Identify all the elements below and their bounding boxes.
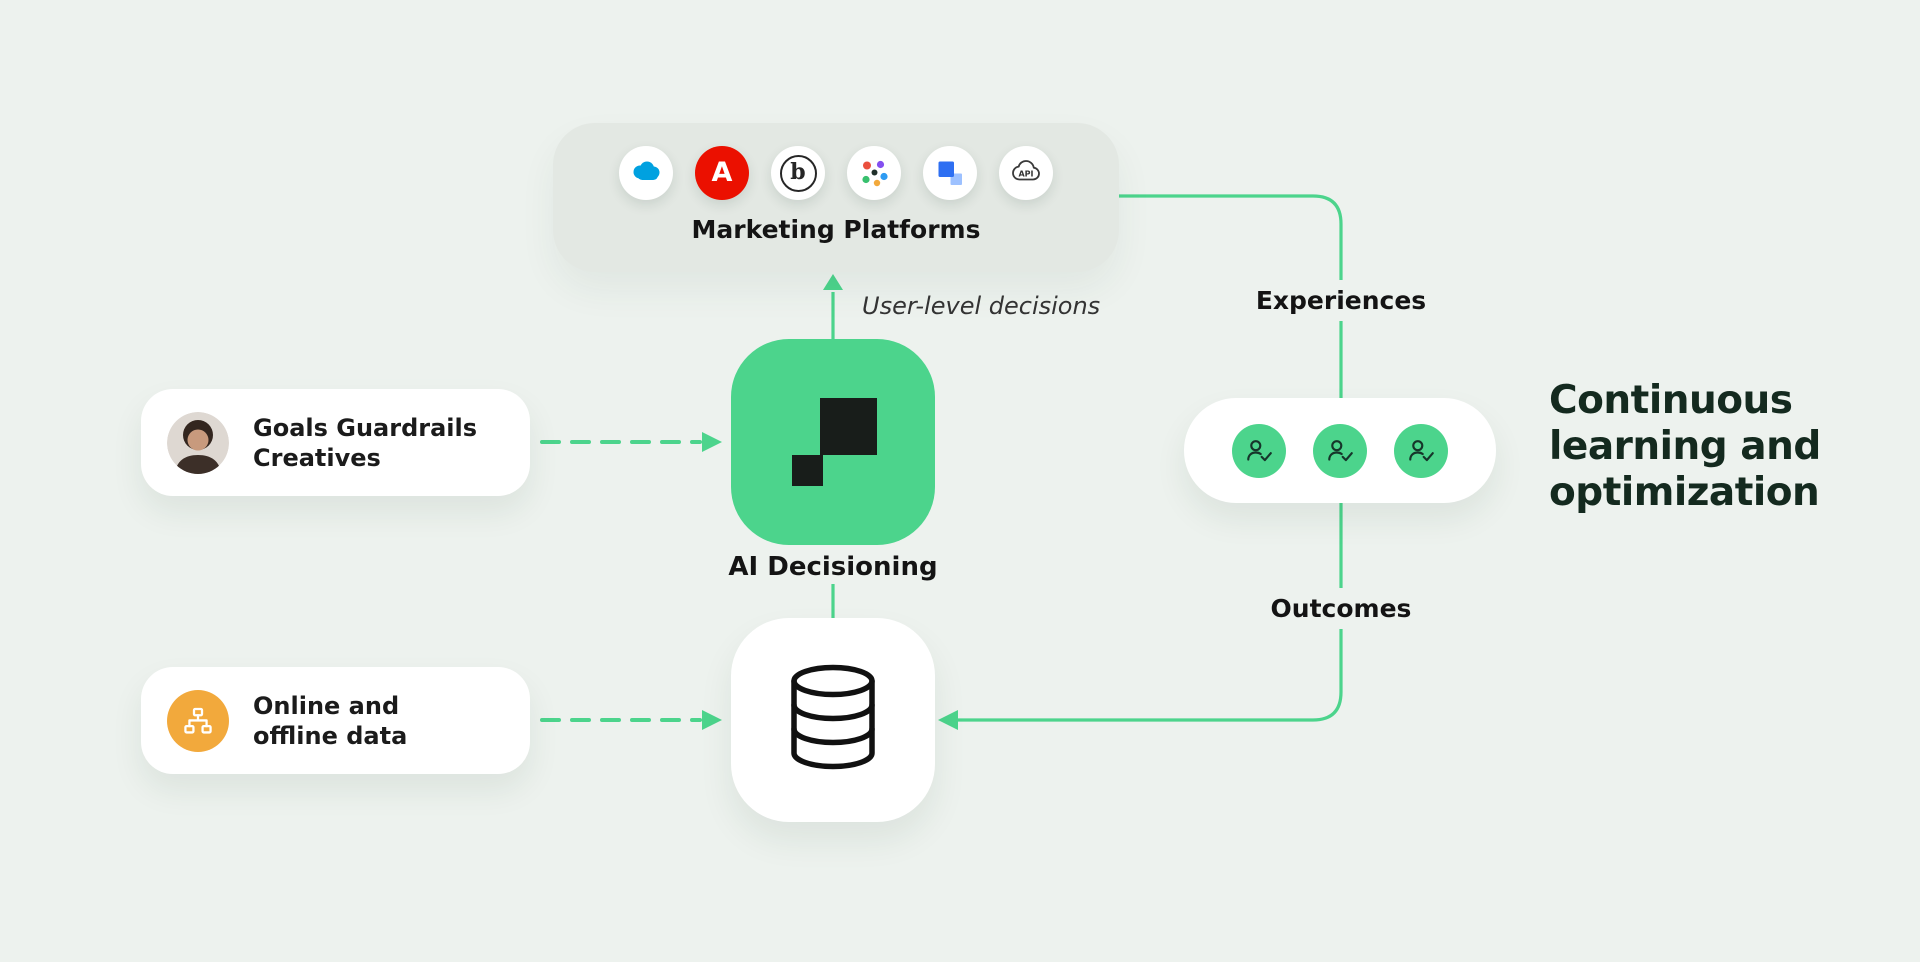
database-icon <box>791 664 875 770</box>
sitemap-icon <box>167 689 229 752</box>
braze-b-glyph: b <box>790 159 806 185</box>
platform-icons-row: A b <box>619 146 1053 200</box>
outcomes-label: Outcomes <box>1241 588 1441 629</box>
user-level-decisions-label: User-level decisions <box>862 292 1101 320</box>
card-line: offline data <box>253 721 408 750</box>
api-text: API <box>1018 170 1033 179</box>
card-line: Online and <box>253 691 400 720</box>
ai-decisioning-box <box>731 339 935 545</box>
card-line: Goals Guardrails <box>253 413 478 442</box>
user-check-icon <box>1232 423 1286 478</box>
adobe-icon: A <box>695 146 749 200</box>
goals-card-text: Goals Guardrails Creatives <box>253 413 477 473</box>
card-line: Creatives <box>253 443 381 472</box>
marketing-platforms-label: Marketing Platforms <box>691 215 981 244</box>
salesforce-icon <box>619 146 673 200</box>
logo-square-large <box>820 398 877 455</box>
braze-icon: b <box>771 146 825 200</box>
line-outcomes <box>956 500 1343 722</box>
logo-square-small <box>792 455 823 486</box>
data-card: Online and offline data <box>141 667 530 774</box>
database-box <box>731 618 935 822</box>
user-check-icon <box>1394 423 1448 478</box>
braze-ring: b <box>779 154 817 192</box>
colored-dots-icon <box>847 146 901 200</box>
audience-pill <box>1184 398 1496 503</box>
marketing-platforms-box: A b <box>553 123 1119 272</box>
user-check-icon <box>1313 423 1367 478</box>
avatar-photo <box>167 411 229 474</box>
adobe-a-glyph: A <box>711 156 733 188</box>
experiences-label: Experiences <box>1241 280 1441 321</box>
blue-squares-icon <box>923 146 977 200</box>
ai-decisioning-label: AI Decisioning <box>728 552 938 582</box>
headline: Continuous learning and optimization <box>1549 378 1821 515</box>
goals-card: Goals Guardrails Creatives <box>141 389 530 496</box>
arrowhead-left-icon <box>938 710 958 730</box>
line-experiences <box>1118 194 1343 400</box>
data-card-text: Online and offline data <box>253 691 407 751</box>
api-cloud-icon: API <box>999 146 1053 200</box>
arrowhead-right-icon <box>702 432 722 452</box>
arrowhead-up-icon <box>823 274 843 290</box>
arrowhead-right-icon <box>702 710 722 730</box>
